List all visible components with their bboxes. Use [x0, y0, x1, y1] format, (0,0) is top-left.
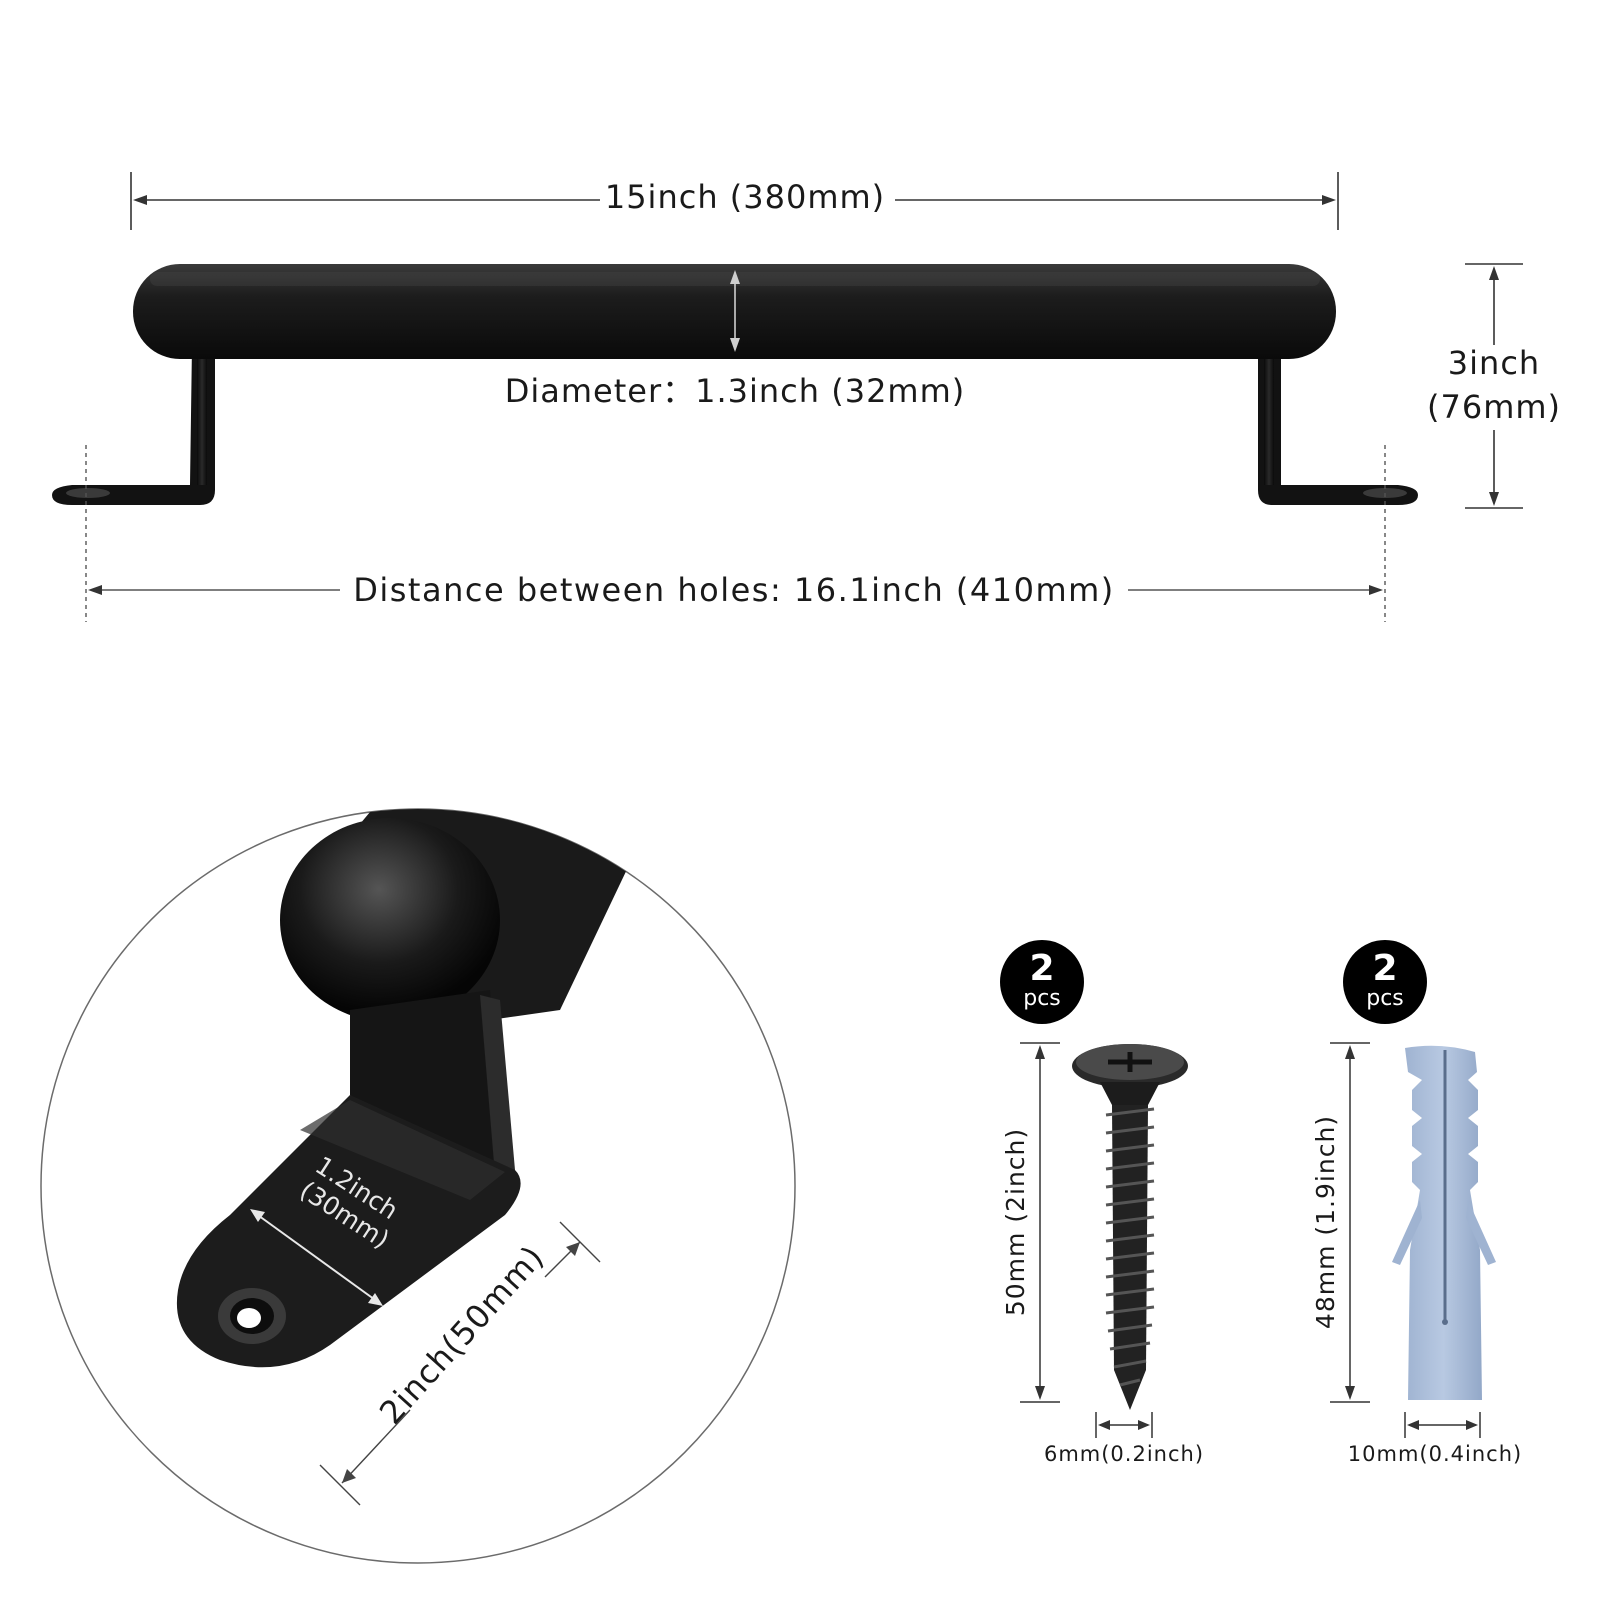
screw-qty-badge: [1000, 940, 1084, 1024]
handle-right-foot: [1258, 345, 1418, 505]
length-dimension: [130, 172, 1339, 230]
height-dimension: [1465, 263, 1523, 509]
diameter-arrow: [730, 270, 740, 352]
screw-width-label: 6mm(0.2inch): [1044, 1442, 1204, 1466]
bracket-width-dimension: [250, 1209, 383, 1306]
screw-qty: 2: [1029, 948, 1054, 989]
height-label-line2: (76mm): [1427, 388, 1561, 426]
bar-end-knob: [280, 818, 500, 1022]
bracket-detail-view: 1.2inch (30mm) 2inch(50mm): [40, 808, 796, 1564]
anchor-length-label: 48mm (1.9inch): [1311, 1115, 1340, 1329]
anchor-length-dimension: [1330, 1042, 1370, 1403]
screw-width-dimension: [1095, 1412, 1153, 1438]
anchor-width-label: 10mm(0.4inch): [1348, 1442, 1522, 1466]
height-label-line1: 3inch: [1448, 344, 1540, 382]
anchor-qty-unit: pcs: [1366, 986, 1404, 1011]
screw-length-label: 50mm (2inch): [1001, 1128, 1030, 1316]
screw-qty-unit: pcs: [1023, 986, 1061, 1011]
anchor-qty: 2: [1372, 948, 1397, 989]
hole-distance-dimension: [85, 445, 1386, 622]
diameter-label: Diameter：1.3inch (32mm): [505, 372, 966, 410]
anchor-qty-badge: [1343, 940, 1427, 1024]
handle-left-foot: [52, 345, 215, 505]
screw-length-dimension: [1020, 1042, 1060, 1403]
bracket-length-dimension: [319, 1221, 601, 1506]
screw-icon: [1072, 1044, 1188, 1410]
length-label: 15inch (380mm): [605, 178, 885, 216]
anchor-icon: [1392, 1045, 1496, 1400]
anchor-item: 2 pcs 48mm (1.9inch) 10mm(0.4inch): [1311, 940, 1522, 1466]
handle-drawing: 15inch (380mm) Diameter：1.3inch (32mm): [52, 172, 1561, 622]
hole-distance-label: Distance between holes: 16.1inch (410mm): [353, 571, 1115, 609]
anchor-width-dimension: [1404, 1412, 1481, 1438]
screw-item: 2 pcs 50mm (2inch): [1000, 940, 1204, 1466]
